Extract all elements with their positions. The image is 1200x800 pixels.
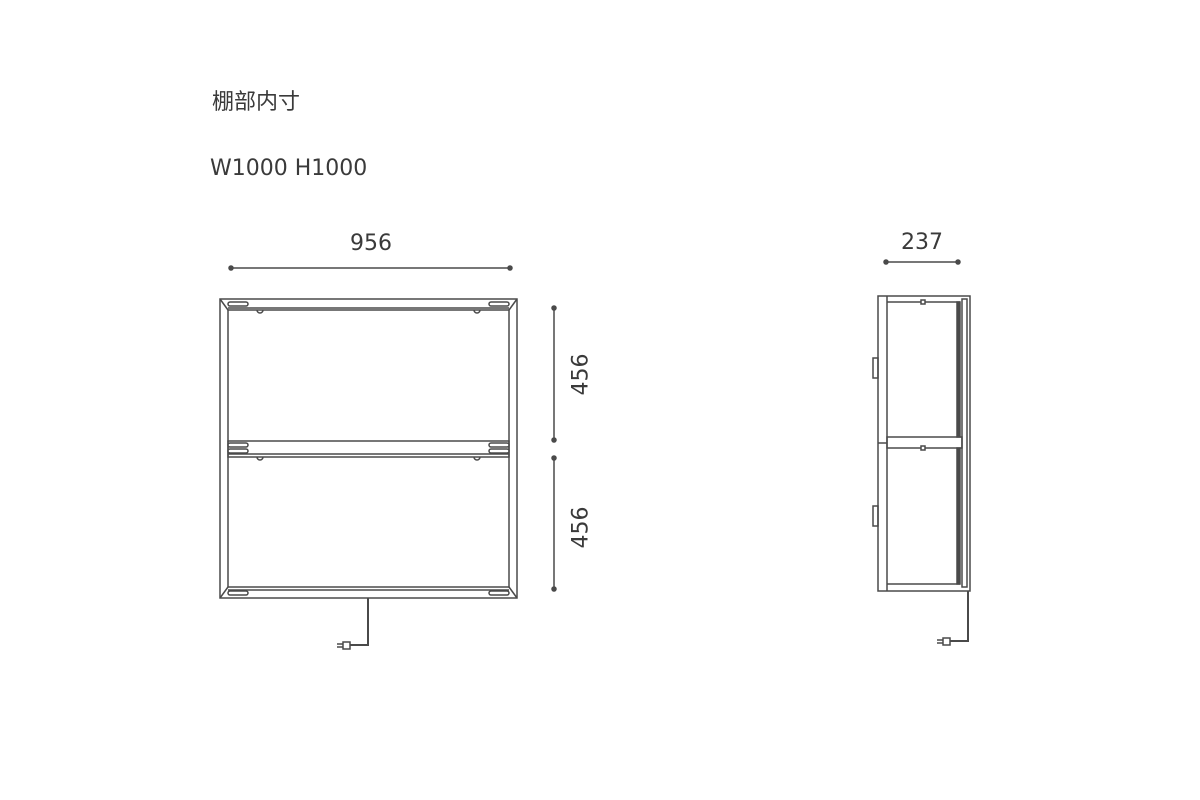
- side-view-cabinet: [872, 295, 971, 592]
- upper-height-dimension-line: [551, 305, 557, 443]
- front-view-cabinet: [219, 298, 518, 599]
- lower-height-dimension-line: [551, 455, 557, 592]
- side-power-cord: [937, 591, 969, 646]
- front-power-cord: [337, 598, 369, 650]
- depth-dimension-label: 237: [901, 230, 943, 255]
- width-dimension-label: 956: [350, 231, 392, 256]
- width-dimension-line: [228, 265, 513, 271]
- size-label: W1000 H1000: [210, 156, 368, 181]
- section-title: 棚部内寸: [212, 90, 301, 115]
- depth-dimension-line: [883, 259, 961, 265]
